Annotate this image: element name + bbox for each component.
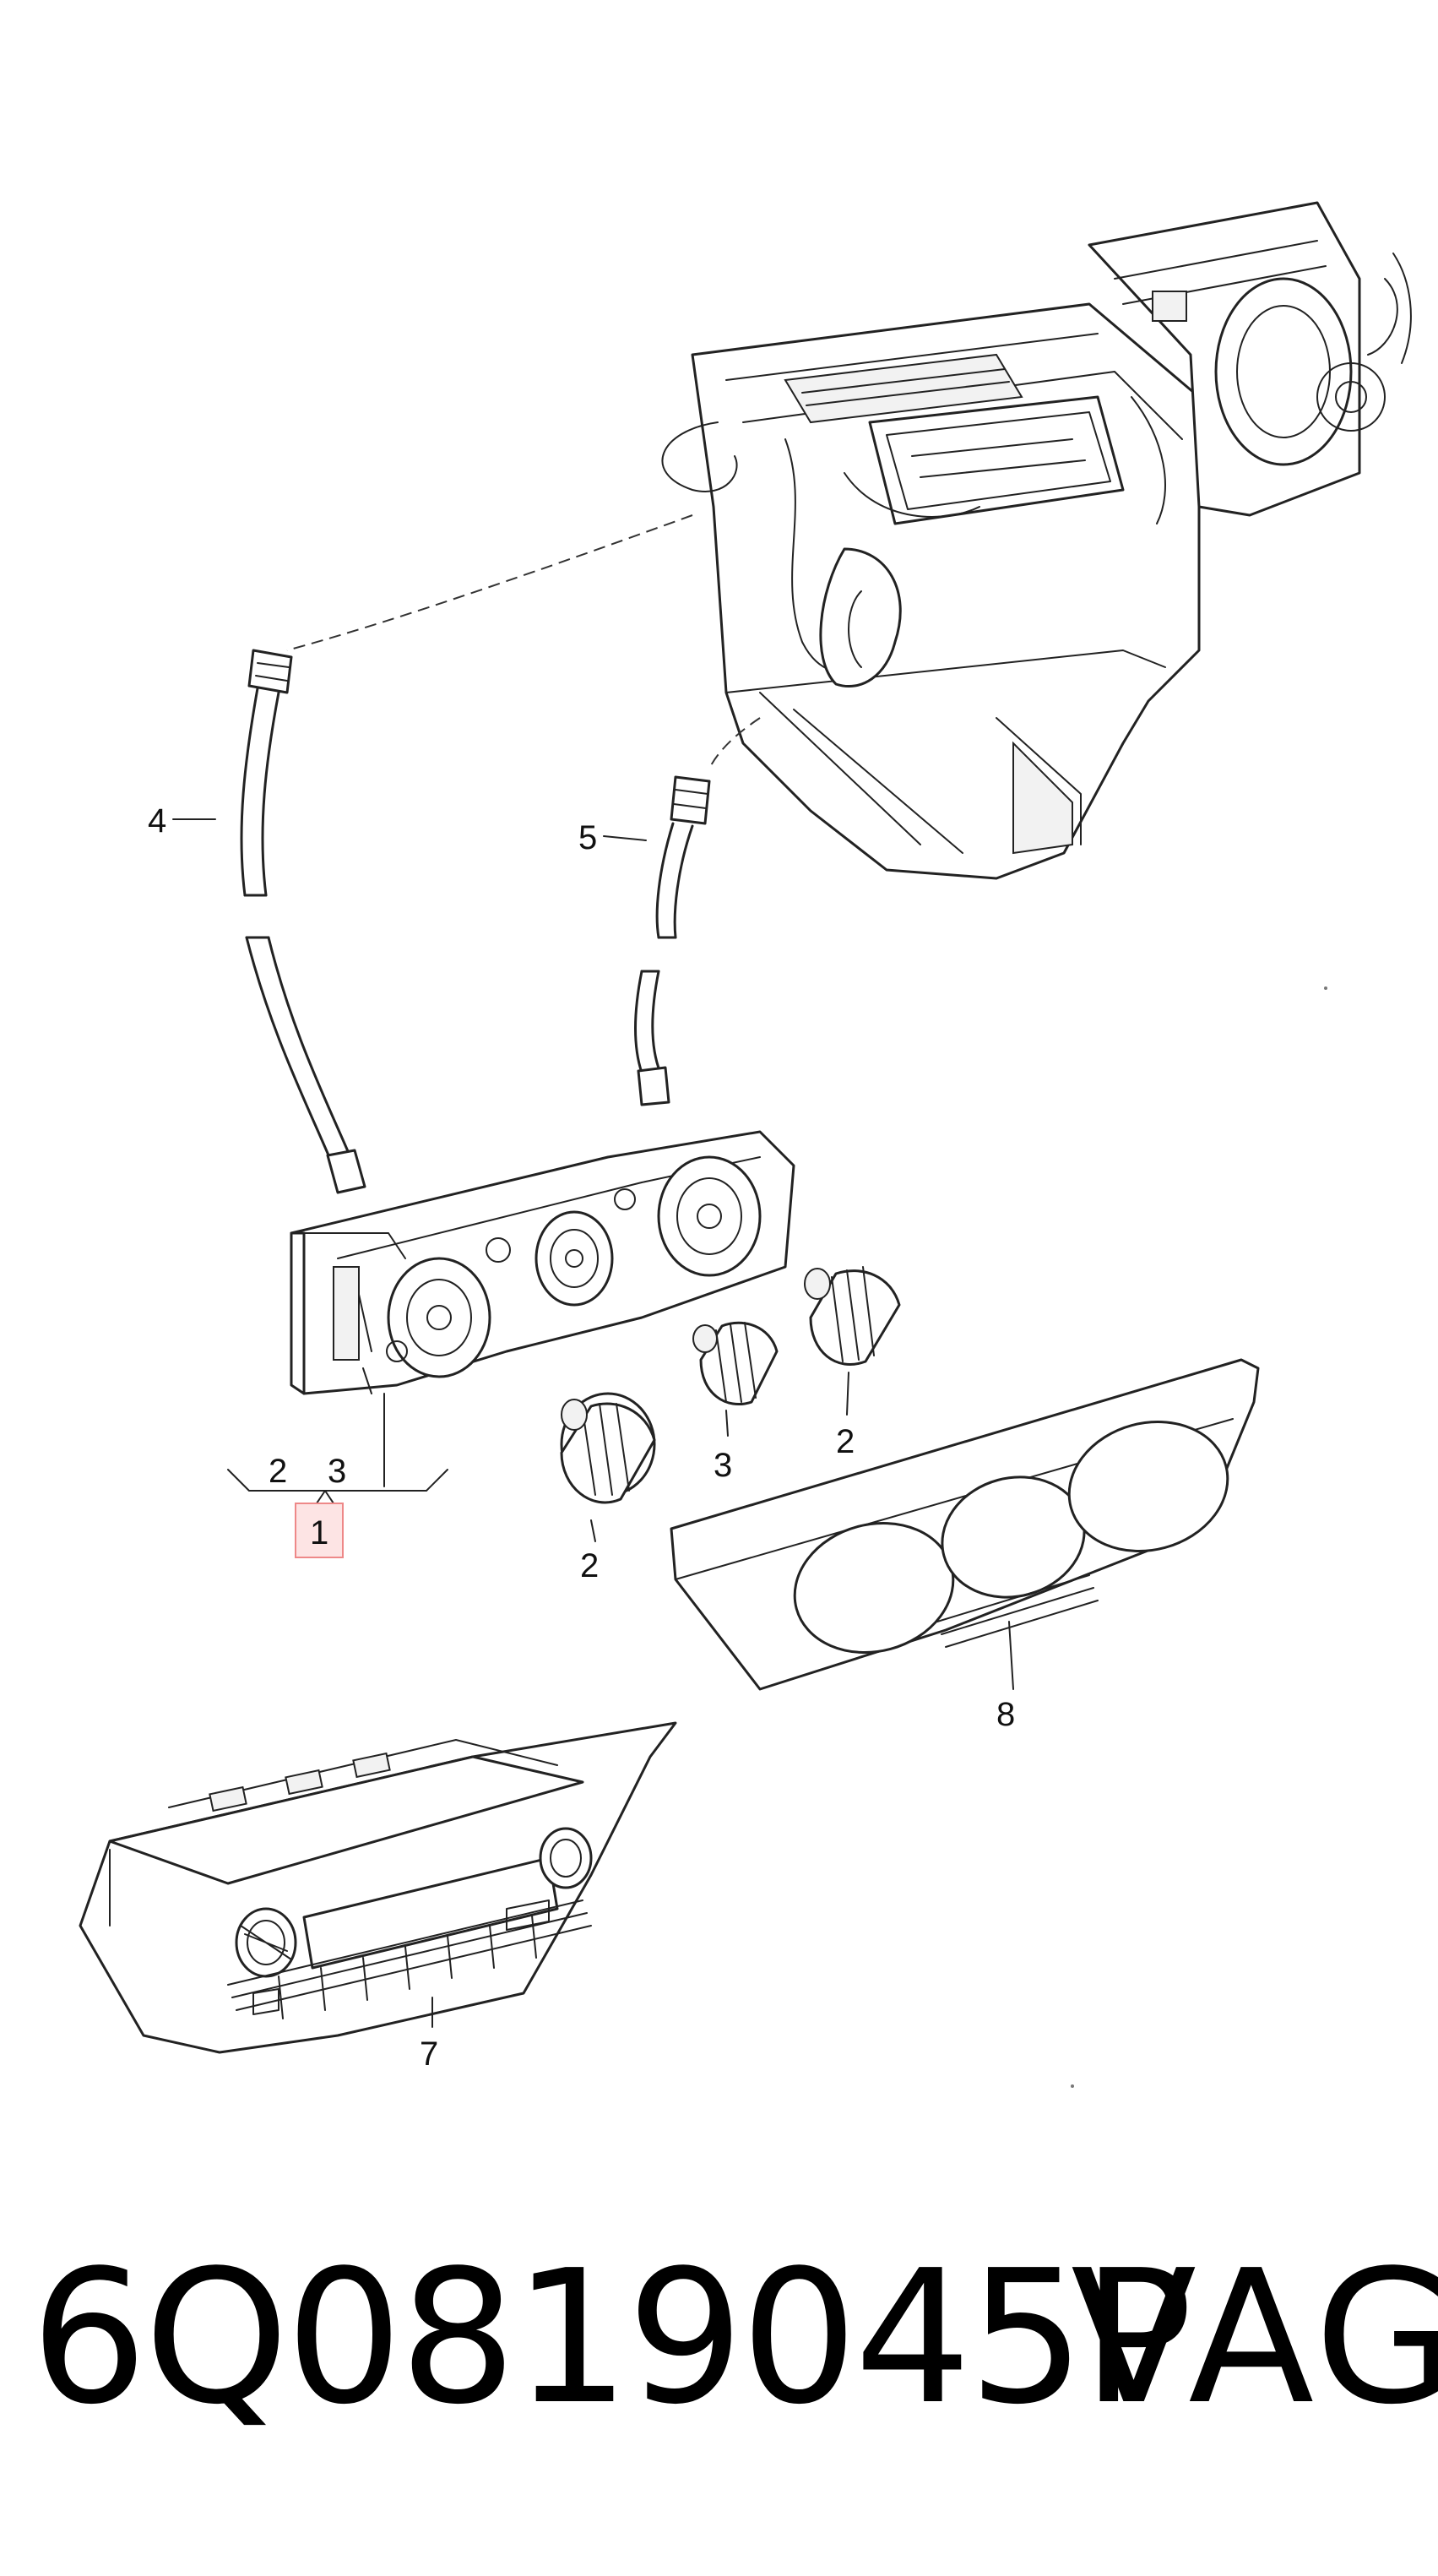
callout-2-knob-left: 2 (580, 1547, 599, 1584)
control-cable-5 (634, 717, 761, 1106)
callout-7: 7 (420, 2035, 438, 2073)
callout-2-bracket: 2 (269, 1453, 287, 1490)
brand-name: VAG (1071, 2231, 1438, 2445)
rotary-knob-left (560, 1392, 656, 1542)
bracket-line (227, 1469, 448, 1492)
callout-3-bracket: 3 (328, 1453, 346, 1490)
callout-8: 8 (996, 1696, 1015, 1733)
callout-2-knob-right: 2 (836, 1423, 855, 1460)
heater-blower-housing (661, 201, 1412, 880)
climatronic-panel (79, 1721, 677, 2054)
leader-5 (603, 835, 647, 841)
callout-1: 1 (310, 1514, 328, 1552)
callout-4: 4 (148, 802, 166, 840)
scan-speck (1324, 986, 1327, 990)
climate-control-head (290, 1130, 795, 1395)
trim-bezel (670, 1358, 1260, 1691)
control-cable-4 (240, 514, 693, 1194)
scan-speck (1071, 2084, 1074, 2088)
callout-5: 5 (578, 819, 597, 856)
callout-3-knob-middle: 3 (714, 1447, 732, 1484)
part-number: 6Q0819045P (30, 2231, 1193, 2445)
bracket-notch (316, 1490, 334, 1504)
rotary-knob-middle (692, 1321, 779, 1437)
highlight-box (295, 1503, 344, 1558)
rotary-knob-right (804, 1266, 901, 1416)
